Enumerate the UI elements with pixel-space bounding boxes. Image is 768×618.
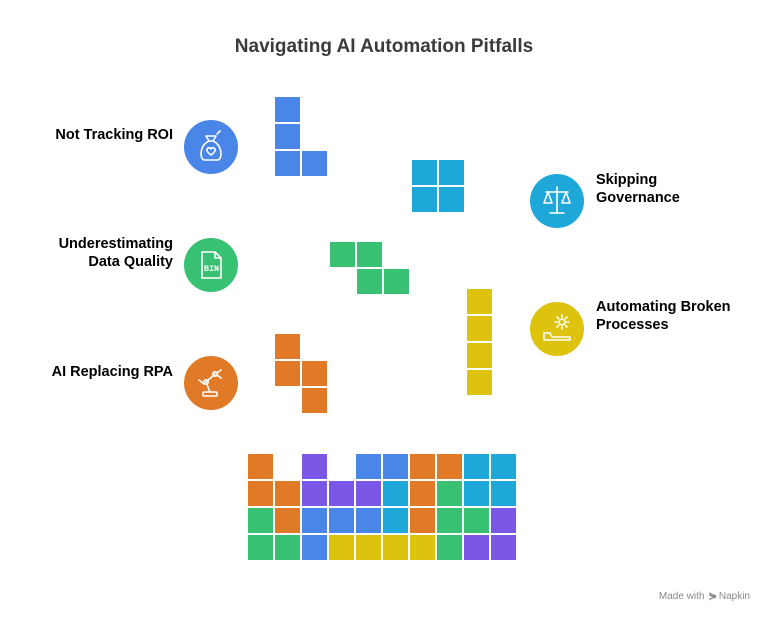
label-underestimating-data-quality: Underestimating Data Quality [58,236,173,270]
stack-block [302,508,327,533]
stack-block [383,508,408,533]
stack-block [248,508,273,533]
scales-icon [530,174,584,228]
stack-block [248,481,273,506]
stack-block [356,481,381,506]
yellow-i-piece-block [467,289,492,314]
stack-block [248,535,273,560]
stack-block [410,535,435,560]
blue-l-piece-block [275,124,300,149]
stack-block [464,535,489,560]
green-z-piece-block [330,242,355,267]
stack-block [383,535,408,560]
yellow-i-piece-block [467,316,492,341]
stack-block [464,508,489,533]
orange-s-piece-block [275,334,300,359]
blue-l-piece-block [275,97,300,122]
cyan-square-piece-block [439,160,464,185]
label-skipping-governance: Skipping Governance [596,172,680,206]
stack-block [491,508,516,533]
stack-block [464,481,489,506]
gear-conveyor-icon [530,302,584,356]
yellow-i-piece-block [467,343,492,368]
napkin-logo-icon: ⋟ [708,591,717,602]
money-bag-heart-icon [184,120,238,174]
stack-block [356,535,381,560]
blue-l-piece-block [302,151,327,176]
diagram-title: Navigating AI Automation Pitfalls [234,36,534,57]
stack-block [437,454,462,479]
stack-block [491,481,516,506]
stack-block [356,454,381,479]
stack-block [275,508,300,533]
stack-block [410,508,435,533]
orange-s-piece-block [302,361,327,386]
green-z-piece-block [357,242,382,267]
yellow-i-piece-block [467,370,492,395]
stack-block [437,481,462,506]
stack-block [383,481,408,506]
orange-s-piece-block [275,361,300,386]
stack-block [302,481,327,506]
label-ai-replacing-rpa: AI Replacing RPA [51,364,173,380]
green-z-piece-block [357,269,382,294]
stack-block [410,481,435,506]
stack-block [491,535,516,560]
stack-block [410,454,435,479]
label-not-tracking-roi: Not Tracking ROI [55,127,173,143]
stack-block [329,481,354,506]
stack-block [275,481,300,506]
stack-block [302,454,327,479]
stack-block [356,508,381,533]
stack-block [329,508,354,533]
stack-block [248,454,273,479]
stack-block [383,454,408,479]
bin-icon-text: BIN [204,264,219,274]
bin-file-icon: BIN [184,238,238,292]
stack-block [464,454,489,479]
blue-l-piece-block [275,151,300,176]
orange-s-piece-block [302,388,327,413]
cyan-square-piece-block [412,160,437,185]
stack-block [491,454,516,479]
stack-block [275,535,300,560]
stack-block [437,508,462,533]
label-automating-broken-processes: Automating Broken Processes [596,299,731,333]
stack-block [437,535,462,560]
robot-arm-icon [184,356,238,410]
made-with-credit: Made with⋟Napkin [658,591,750,602]
stack-block [302,535,327,560]
cyan-square-piece-block [439,187,464,212]
green-z-piece-block [384,269,409,294]
stack-block [329,535,354,560]
cyan-square-piece-block [412,187,437,212]
